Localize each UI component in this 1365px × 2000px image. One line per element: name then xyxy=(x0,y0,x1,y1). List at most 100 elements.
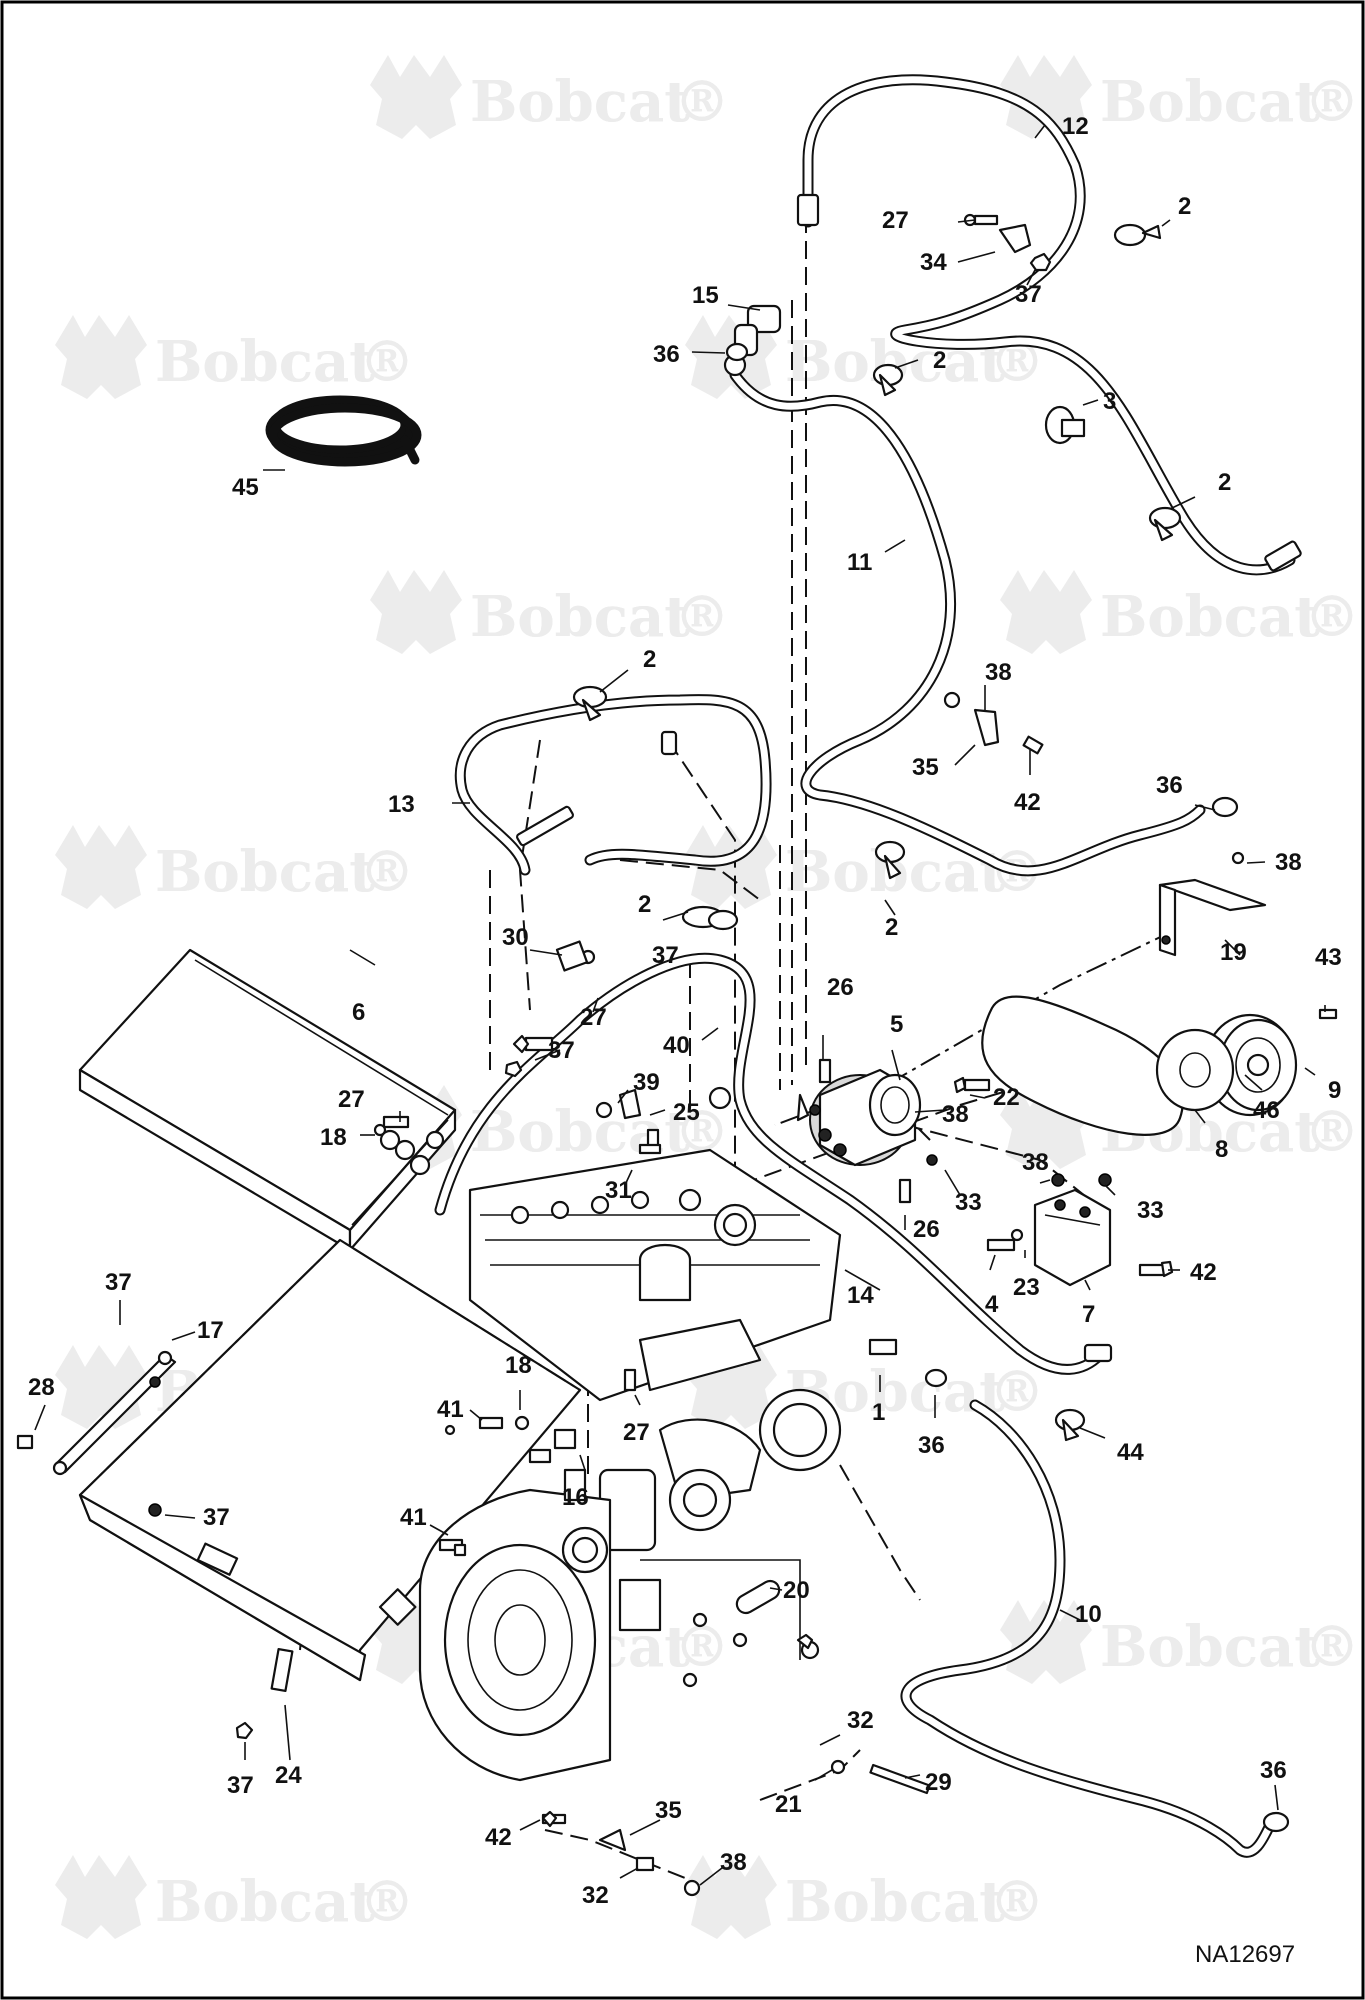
callout-16: 16 xyxy=(562,1484,589,1511)
watermark-brand: Bobcat xyxy=(785,1869,1005,1935)
callout-21: 21 xyxy=(775,1791,802,1818)
callout-13: 13 xyxy=(388,791,415,818)
hose-12 xyxy=(796,74,1302,576)
callout-8: 8 xyxy=(1215,1136,1228,1163)
watermark-logo: Bobcat® xyxy=(685,825,1045,909)
callout-2: 2 xyxy=(1178,193,1191,220)
callout-40: 40 xyxy=(663,1032,690,1059)
callout-20: 20 xyxy=(783,1577,810,1604)
drawing-code: NA12697 xyxy=(1195,1941,1295,1968)
callout-2: 2 xyxy=(1218,469,1231,496)
callout-35: 35 xyxy=(655,1797,682,1824)
callout-38: 38 xyxy=(985,659,1012,686)
callout-17: 17 xyxy=(197,1317,224,1344)
watermark-logo: Bobcat® xyxy=(370,570,730,654)
watermark-mark: ® xyxy=(1304,1099,1360,1165)
callout-14: 14 xyxy=(847,1282,874,1309)
callout-36: 36 xyxy=(918,1432,945,1459)
watermark-logo: Bobcat® xyxy=(1000,55,1360,139)
callout-26: 26 xyxy=(827,974,854,1001)
callout-2: 2 xyxy=(885,914,898,941)
watermark-brand: Bobcat xyxy=(1100,1614,1320,1680)
callout-38: 38 xyxy=(1022,1149,1049,1176)
callout-27: 27 xyxy=(623,1419,650,1446)
callout-27: 27 xyxy=(580,1004,607,1031)
hose-band-clamp xyxy=(1211,796,1239,818)
drive-belt-8 xyxy=(981,995,1184,1136)
hose-band-clamp xyxy=(924,1368,948,1388)
hose-13 xyxy=(454,694,772,876)
callout-33: 33 xyxy=(955,1189,982,1216)
callout-29: 29 xyxy=(925,1769,952,1796)
hose-14 xyxy=(434,952,1113,1375)
callout-2: 2 xyxy=(933,347,946,374)
hose-clamp xyxy=(681,905,739,931)
callout-38: 38 xyxy=(1275,849,1302,876)
cooler-housing-16 xyxy=(78,1238,582,1682)
watermark-brand: Bobcat xyxy=(155,1869,375,1935)
callout-41: 41 xyxy=(437,1396,464,1423)
callout-3: 3 xyxy=(1103,388,1116,415)
callout-2: 2 xyxy=(643,646,656,673)
callout-45: 45 xyxy=(232,474,259,501)
callout-37: 37 xyxy=(1015,281,1042,308)
pulley-9 xyxy=(1203,1013,1298,1117)
callout-31: 31 xyxy=(605,1177,632,1204)
callout-39: 39 xyxy=(633,1069,660,1096)
watermark-mark: ® xyxy=(674,584,730,650)
leader-lines xyxy=(34,124,1326,1886)
callout-36: 36 xyxy=(1156,772,1183,799)
callout-42: 42 xyxy=(1190,1259,1217,1286)
callout-43: 43 xyxy=(1315,944,1342,971)
callout-2: 2 xyxy=(638,891,651,918)
callout-34: 34 xyxy=(920,249,947,276)
watermark-brand: Bobcat xyxy=(155,329,375,395)
ac-compressor-5 xyxy=(796,1068,922,1167)
callout-36: 36 xyxy=(1260,1757,1287,1784)
callout-26: 26 xyxy=(913,1216,940,1243)
callout-30: 30 xyxy=(502,924,529,951)
callout-6: 6 xyxy=(352,999,365,1026)
watermark-logo: Bobcat® xyxy=(685,1855,1045,1939)
callout-19: 19 xyxy=(1220,939,1247,966)
watermark-logo: Bobcat® xyxy=(370,55,730,139)
callout-32: 32 xyxy=(847,1707,874,1734)
callout-36: 36 xyxy=(653,341,680,368)
callout-42: 42 xyxy=(1014,789,1041,816)
hose-10 xyxy=(900,1399,1276,1858)
callout-28: 28 xyxy=(28,1374,55,1401)
hose-band-clamp xyxy=(725,342,749,362)
callout-24: 24 xyxy=(275,1762,302,1789)
watermark-mark: ® xyxy=(359,1869,415,1935)
callout-37: 37 xyxy=(548,1037,575,1064)
callout-46: 46 xyxy=(1253,1097,1280,1124)
callout-35: 35 xyxy=(912,754,939,781)
callout-42: 42 xyxy=(485,1824,512,1851)
engine-block xyxy=(468,1148,842,1688)
callout-7: 7 xyxy=(1082,1301,1095,1328)
watermark-logo: Bobcat® xyxy=(55,825,415,909)
fasteners-mid xyxy=(149,940,1174,1897)
compressor-bracket-7 xyxy=(1033,1188,1112,1287)
callout-15: 15 xyxy=(692,282,719,309)
callout-25: 25 xyxy=(673,1099,700,1126)
callout-12: 12 xyxy=(1062,113,1089,140)
callout-1: 1 xyxy=(872,1399,885,1426)
callout-37: 37 xyxy=(652,942,679,969)
fasteners-top xyxy=(943,213,1338,1020)
callout-18: 18 xyxy=(320,1124,347,1151)
watermark-mark: ® xyxy=(1304,1614,1360,1680)
hose-clamp xyxy=(1054,1408,1086,1442)
hose-clamp xyxy=(1113,223,1162,247)
condenser-6 xyxy=(78,948,457,1252)
callout-18: 18 xyxy=(505,1352,532,1379)
bracket-17 xyxy=(16,1350,177,1476)
hose-11 xyxy=(729,369,1206,877)
callout-38: 38 xyxy=(942,1101,969,1128)
callout-5: 5 xyxy=(890,1011,903,1038)
spacer-plate-46 xyxy=(1155,1028,1235,1112)
callout-9: 9 xyxy=(1328,1077,1341,1104)
watermark-mark: ® xyxy=(674,69,730,135)
